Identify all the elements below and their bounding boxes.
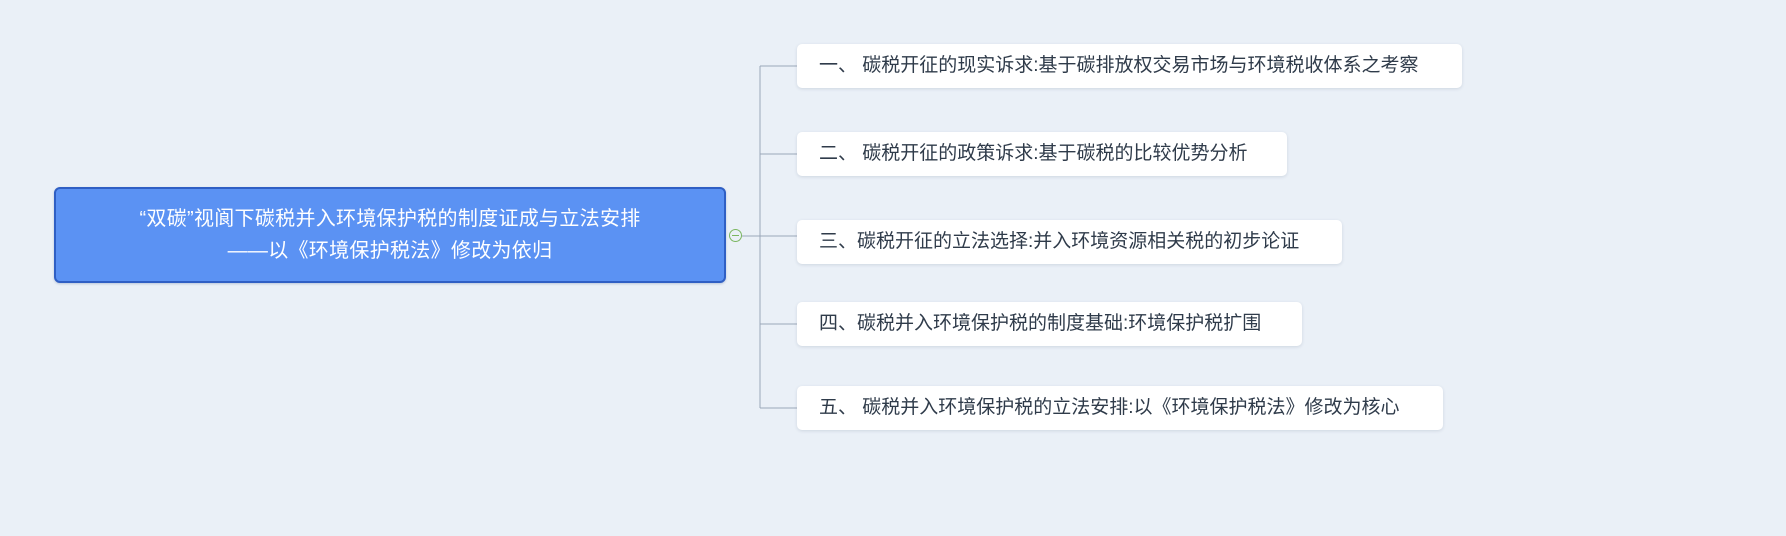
root-node[interactable]: “双碳”视阆下碳税并入环境保护税的制度证成与立法安排 ——以《环境保护税法》修改… bbox=[54, 187, 726, 283]
branch-node-label: 四、碳税并入环境保护税的制度基础:环境保护税扩围 bbox=[819, 313, 1262, 334]
branch-node-label: 三、碳税开征的立法选择:并入环境资源相关税的初步论证 bbox=[819, 231, 1300, 252]
branch-node-1[interactable]: 一、 碳税开征的现实诉求:基于碳排放权交易市场与环境税收体系之考察 bbox=[797, 44, 1462, 88]
branch-node-2[interactable]: 二、 碳税开征的政策诉求:基于碳税的比较优势分析 bbox=[797, 132, 1287, 176]
branch-node-label: 二、 碳税开征的政策诉求:基于碳税的比较优势分析 bbox=[819, 143, 1248, 164]
branch-node-4[interactable]: 四、碳税并入环境保护税的制度基础:环境保护税扩围 bbox=[797, 302, 1302, 346]
root-node-title-line-2: ——以《环境保护税法》修改为依归 bbox=[227, 240, 553, 262]
branch-node-label: 五、 碳税并入环境保护税的立法安排:以《环境保护税法》修改为核心 bbox=[819, 397, 1400, 418]
root-node-title-line-1: “双碳”视阆下碳税并入环境保护税的制度证成与立法安排 bbox=[139, 208, 641, 230]
branch-node-3[interactable]: 三、碳税开征的立法选择:并入环境资源相关税的初步论证 bbox=[797, 220, 1342, 264]
branch-node-5[interactable]: 五、 碳税并入环境保护税的立法安排:以《环境保护税法》修改为核心 bbox=[797, 386, 1443, 430]
branch-node-label: 一、 碳税开征的现实诉求:基于碳排放权交易市场与环境税收体系之考察 bbox=[819, 55, 1419, 76]
collapse-circle-icon[interactable] bbox=[729, 229, 742, 242]
